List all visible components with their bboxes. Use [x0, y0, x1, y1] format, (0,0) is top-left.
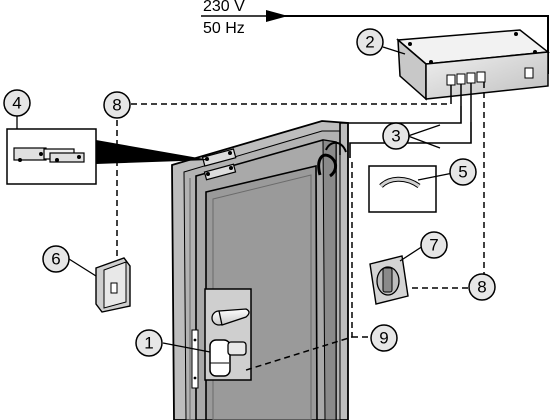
power-supply-unit — [396, 29, 550, 122]
callout-9: 9 — [370, 324, 398, 352]
svg-text:1: 1 — [144, 334, 153, 353]
door-handle — [204, 288, 252, 381]
callout-2: 2 — [356, 28, 384, 56]
detail-box-magnetic-contact — [6, 128, 97, 185]
svg-text:6: 6 — [51, 250, 60, 269]
svg-text:9: 9 — [379, 329, 388, 348]
callout-3: 3 — [382, 122, 410, 150]
cable-transition — [317, 141, 347, 178]
svg-text:4: 4 — [12, 94, 21, 113]
svg-text:8: 8 — [112, 96, 121, 115]
magnetic-contact-on-door — [201, 148, 237, 181]
callout-8-left: 8 — [103, 91, 131, 119]
callout-6: 6 — [42, 245, 70, 273]
round-reader — [369, 255, 409, 305]
svg-text:2: 2 — [365, 33, 374, 52]
electronic-cylinder — [209, 339, 247, 377]
callout-1: 1 — [135, 329, 163, 357]
arrow-icon — [266, 10, 288, 22]
callout-5: 5 — [449, 158, 477, 186]
door — [171, 120, 349, 420]
pointer-wedge — [96, 140, 210, 164]
callout-7: 7 — [420, 231, 448, 259]
svg-text:3: 3 — [391, 127, 400, 146]
voltage-label: 230 V — [203, 0, 245, 15]
callout-8-right: 8 — [468, 273, 496, 301]
svg-text:8: 8 — [477, 278, 486, 297]
dashed-wiring — [116, 82, 485, 372]
svg-text:5: 5 — [458, 163, 467, 182]
handle-lever — [218, 308, 250, 326]
detail-box-cable-transition — [368, 165, 437, 213]
wall-reader — [95, 257, 131, 313]
connection-cables — [339, 106, 472, 158]
svg-text:7: 7 — [429, 236, 438, 255]
callout-4: 4 — [3, 89, 31, 129]
frequency-label: 50 Hz — [203, 20, 245, 37]
